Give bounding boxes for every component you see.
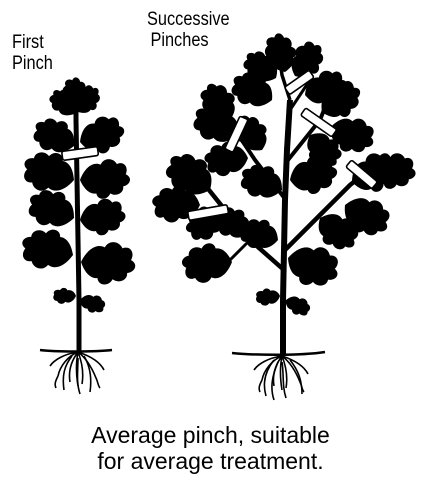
first-pinch-label-line1: First — [12, 32, 53, 53]
soil-line-left — [40, 350, 112, 352]
successive-pinches-label: Successive Pinches — [147, 9, 230, 51]
roots-left — [50, 352, 104, 394]
caption-line-1: Average pinch, suitable — [0, 422, 421, 448]
roots-right — [254, 356, 308, 400]
soil-line-right — [232, 352, 325, 355]
first-pinch-label-line2: Pinch — [12, 53, 53, 74]
first-pinch-label: First Pinch — [12, 32, 53, 74]
successive-pinches-label-line2: Pinches — [147, 30, 230, 51]
successive-pinches-label-line1: Successive — [147, 9, 230, 30]
caption-line-2: for average treatment. — [0, 448, 421, 474]
stem-left — [76, 95, 79, 352]
first-pinch-plant — [20, 76, 136, 394]
successive-pinches-plant — [151, 30, 417, 400]
